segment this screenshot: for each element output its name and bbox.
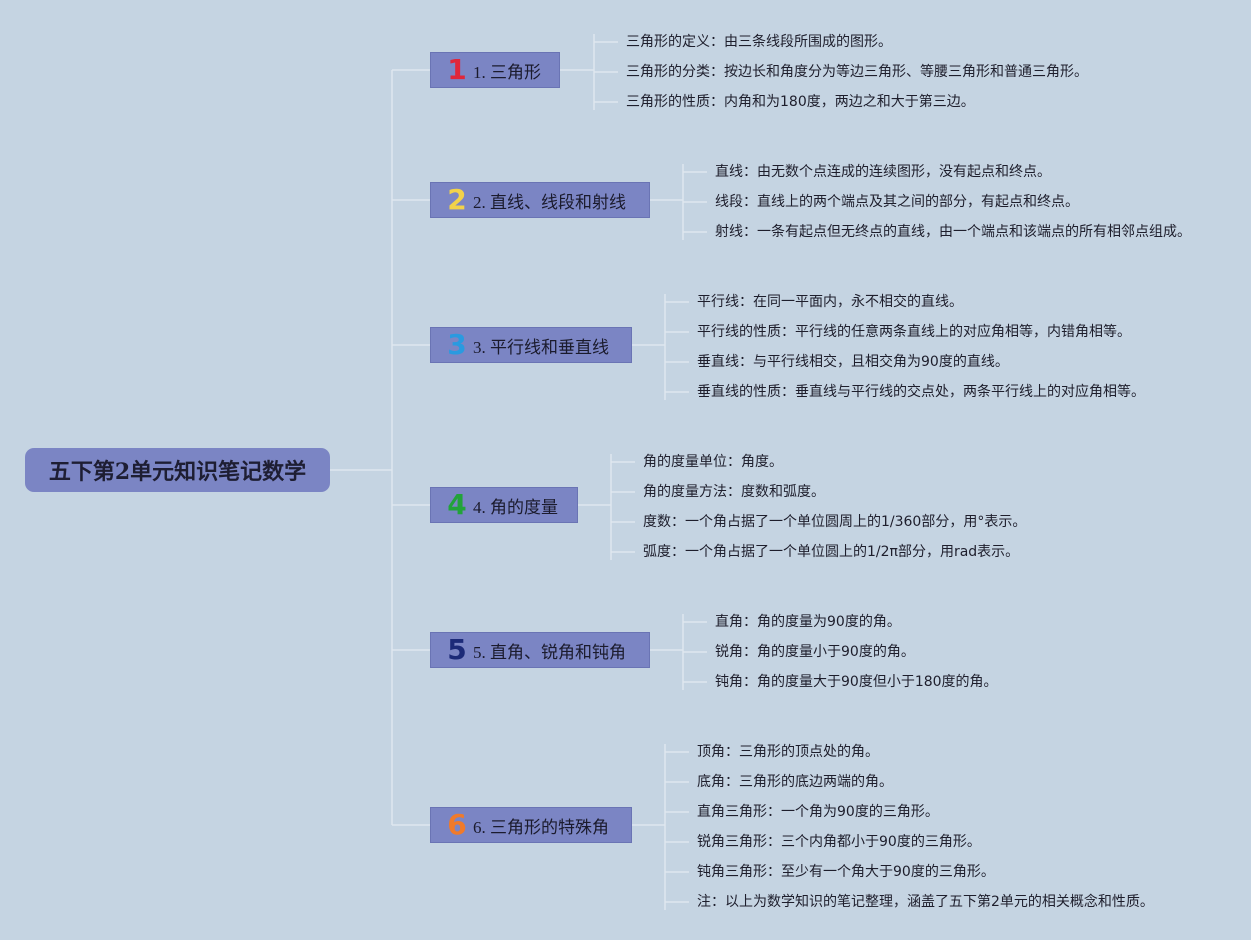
leaf-item: 直角三角形：一个角为90度的三角形。 [697, 804, 939, 820]
number-3-icon: 3 [447, 328, 467, 361]
leaf-item: 垂直线：与平行线相交，且相交角为90度的直线。 [697, 354, 1009, 370]
leaf-item: 钝角三角形：至少有一个角大于90度的三角形。 [697, 864, 995, 880]
branch-label: 4. 角的度量 [473, 497, 558, 517]
leaf-item: 三角形的分类：按边长和角度分为等边三角形、等腰三角形和普通三角形。 [626, 64, 1088, 80]
branch-node-4[interactable]: 4 4. 角的度量 [430, 487, 578, 523]
root-title: 五下第2单元知识笔记数学 [48, 459, 307, 485]
branch-node-6[interactable]: 6 6. 三角形的特殊角 [430, 807, 632, 843]
branch-label: 2. 直线、线段和射线 [473, 192, 626, 212]
leaf-item: 顶角：三角形的顶点处的角。 [697, 744, 879, 760]
leaf-item: 底角：三角形的底边两端的角。 [697, 774, 893, 790]
leaf-item: 线段：直线上的两个端点及其之间的部分，有起点和终点。 [715, 194, 1079, 210]
leaf-item: 钝角：角的度量大于90度但小于180度的角。 [715, 674, 998, 690]
branch-node-5[interactable]: 5 5. 直角、锐角和钝角 [430, 632, 650, 668]
leaf-item: 注：以上为数学知识的笔记整理，涵盖了五下第2单元的相关概念和性质。 [697, 894, 1154, 910]
leaf-item: 直角：角的度量为90度的角。 [715, 614, 901, 630]
branch-node-3[interactable]: 3 3. 平行线和垂直线 [430, 327, 632, 363]
leaf-item: 弧度：一个角占据了一个单位圆上的1/2π部分，用rad表示。 [643, 544, 1020, 560]
leaf-item: 角的度量方法：度数和弧度。 [643, 484, 825, 500]
branch-node-1[interactable]: 1 1. 三角形 [430, 52, 560, 88]
branch-label: 1. 三角形 [473, 62, 541, 82]
leaf-item: 射线：一条有起点但无终点的直线，由一个端点和该端点的所有相邻点组成。 [715, 224, 1191, 240]
leaf-item: 平行线的性质：平行线的任意两条直线上的对应角相等，内错角相等。 [697, 324, 1131, 340]
branch-label: 6. 三角形的特殊角 [473, 817, 609, 837]
number-5-icon: 5 [447, 633, 467, 666]
branch-node-2[interactable]: 2 2. 直线、线段和射线 [430, 182, 650, 218]
root-node[interactable]: 五下第2单元知识笔记数学 [25, 448, 330, 492]
branch-label: 3. 平行线和垂直线 [473, 337, 609, 357]
leaf-item: 三角形的定义：由三条线段所围成的图形。 [626, 34, 892, 50]
leaf-item: 平行线：在同一平面内，永不相交的直线。 [697, 294, 963, 310]
number-2-icon: 2 [447, 183, 467, 216]
leaf-item: 三角形的性质：内角和为180度，两边之和大于第三边。 [626, 94, 975, 110]
leaf-item: 直线：由无数个点连成的连续图形，没有起点和终点。 [715, 164, 1051, 180]
branch-label: 5. 直角、锐角和钝角 [473, 642, 626, 662]
leaf-item: 垂直线的性质：垂直线与平行线的交点处，两条平行线上的对应角相等。 [697, 384, 1145, 400]
leaf-item: 锐角三角形：三个内角都小于90度的三角形。 [697, 834, 981, 850]
number-4-icon: 4 [447, 488, 467, 521]
number-1-icon: 1 [447, 53, 467, 86]
leaf-item: 锐角：角的度量小于90度的角。 [715, 644, 915, 660]
leaf-item: 度数：一个角占据了一个单位圆周上的1/360部分，用°表示。 [643, 514, 1027, 530]
leaf-item: 角的度量单位：角度。 [643, 454, 783, 470]
number-6-icon: 6 [447, 808, 467, 841]
